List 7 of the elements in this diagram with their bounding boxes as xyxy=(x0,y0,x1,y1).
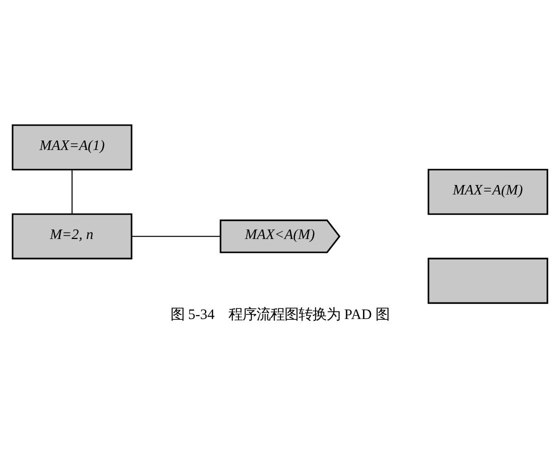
node-box xyxy=(428,258,548,304)
connector xyxy=(72,170,73,214)
node-box: MAX=A(M) xyxy=(428,168,548,215)
node-box: MAX=A(1) xyxy=(12,124,132,170)
caption: 图 5-34 程序流程图转换为 PAD 图 xyxy=(170,306,390,323)
node-box: M=2, n xyxy=(12,213,132,260)
connector xyxy=(132,236,220,237)
